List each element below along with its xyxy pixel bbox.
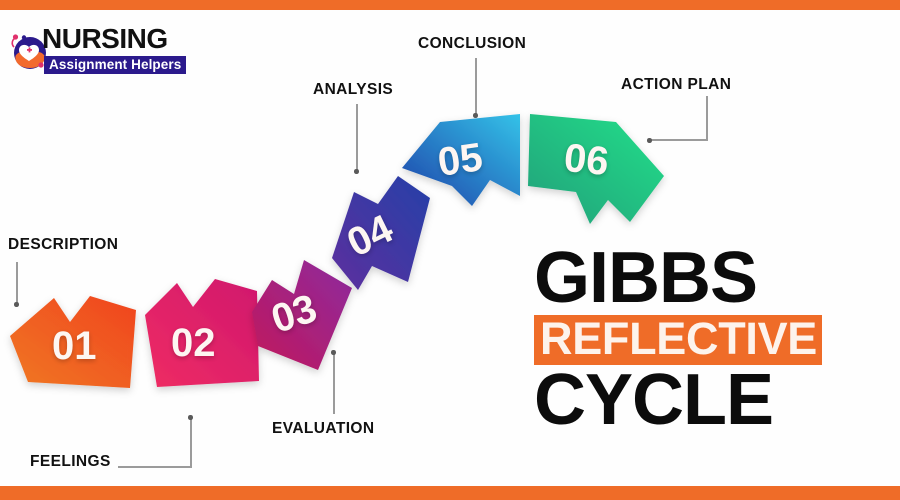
brand-tagline: Assignment Helpers <box>44 56 187 74</box>
stage-label-analysis: ANALYSIS <box>313 81 394 98</box>
connector-analysis <box>356 104 358 172</box>
title-line-gibbs: GIBBS <box>534 238 758 318</box>
connector-description <box>16 262 18 304</box>
stage-label-description: DESCRIPTION <box>8 236 119 253</box>
connector-dot-evaluation <box>331 350 336 355</box>
stage-number-06: 06 <box>561 135 611 185</box>
title-line-reflective: REFLECTIVE <box>540 313 818 365</box>
stage-segment-03[interactable]: 03 <box>248 250 378 390</box>
connector-dot-description <box>14 302 19 307</box>
bottom-accent-bar <box>0 486 900 500</box>
stage-label-action-plan: ACTION PLAN <box>621 76 732 93</box>
title-block: GIBBS REFLECTIVE CYCLE <box>534 238 900 441</box>
stage-number-05: 05 <box>435 135 486 185</box>
stage-label-evaluation: EVALUATION <box>272 420 375 437</box>
stage-label-conclusion: CONCLUSION <box>418 35 527 52</box>
stage-segment-04[interactable]: 04 <box>326 170 456 310</box>
title-highlight-band: REFLECTIVE <box>534 313 823 366</box>
connector-feelings-v <box>190 418 192 467</box>
title-line-cycle: CYCLE <box>534 360 774 441</box>
connector-action-plan-v <box>706 96 708 140</box>
connector-action-plan-h <box>650 139 708 141</box>
stage-segment-05[interactable]: 05 <box>398 110 538 230</box>
stage-segment-01[interactable]: 01 <box>8 288 148 398</box>
top-accent-bar <box>0 0 900 10</box>
stage-number-01: 01 <box>52 324 97 368</box>
connector-evaluation <box>333 352 335 414</box>
stage-label-feelings: FEELINGS <box>30 453 111 470</box>
brand-name: NURSING <box>42 23 168 54</box>
stage-segment-06[interactable]: 06 <box>524 108 674 238</box>
stage-segment-02[interactable]: 02 <box>143 277 273 397</box>
connector-feelings-h <box>118 466 192 468</box>
connector-dot-feelings <box>188 415 193 420</box>
stage-number-02: 02 <box>171 321 216 365</box>
connector-dot-conclusion <box>473 113 478 118</box>
connector-conclusion <box>475 58 477 116</box>
connector-dot-analysis <box>354 169 359 174</box>
connector-dot-action-plan <box>647 138 652 143</box>
brand-logo[interactable]: NURSING Assignment Helpers <box>8 24 198 80</box>
